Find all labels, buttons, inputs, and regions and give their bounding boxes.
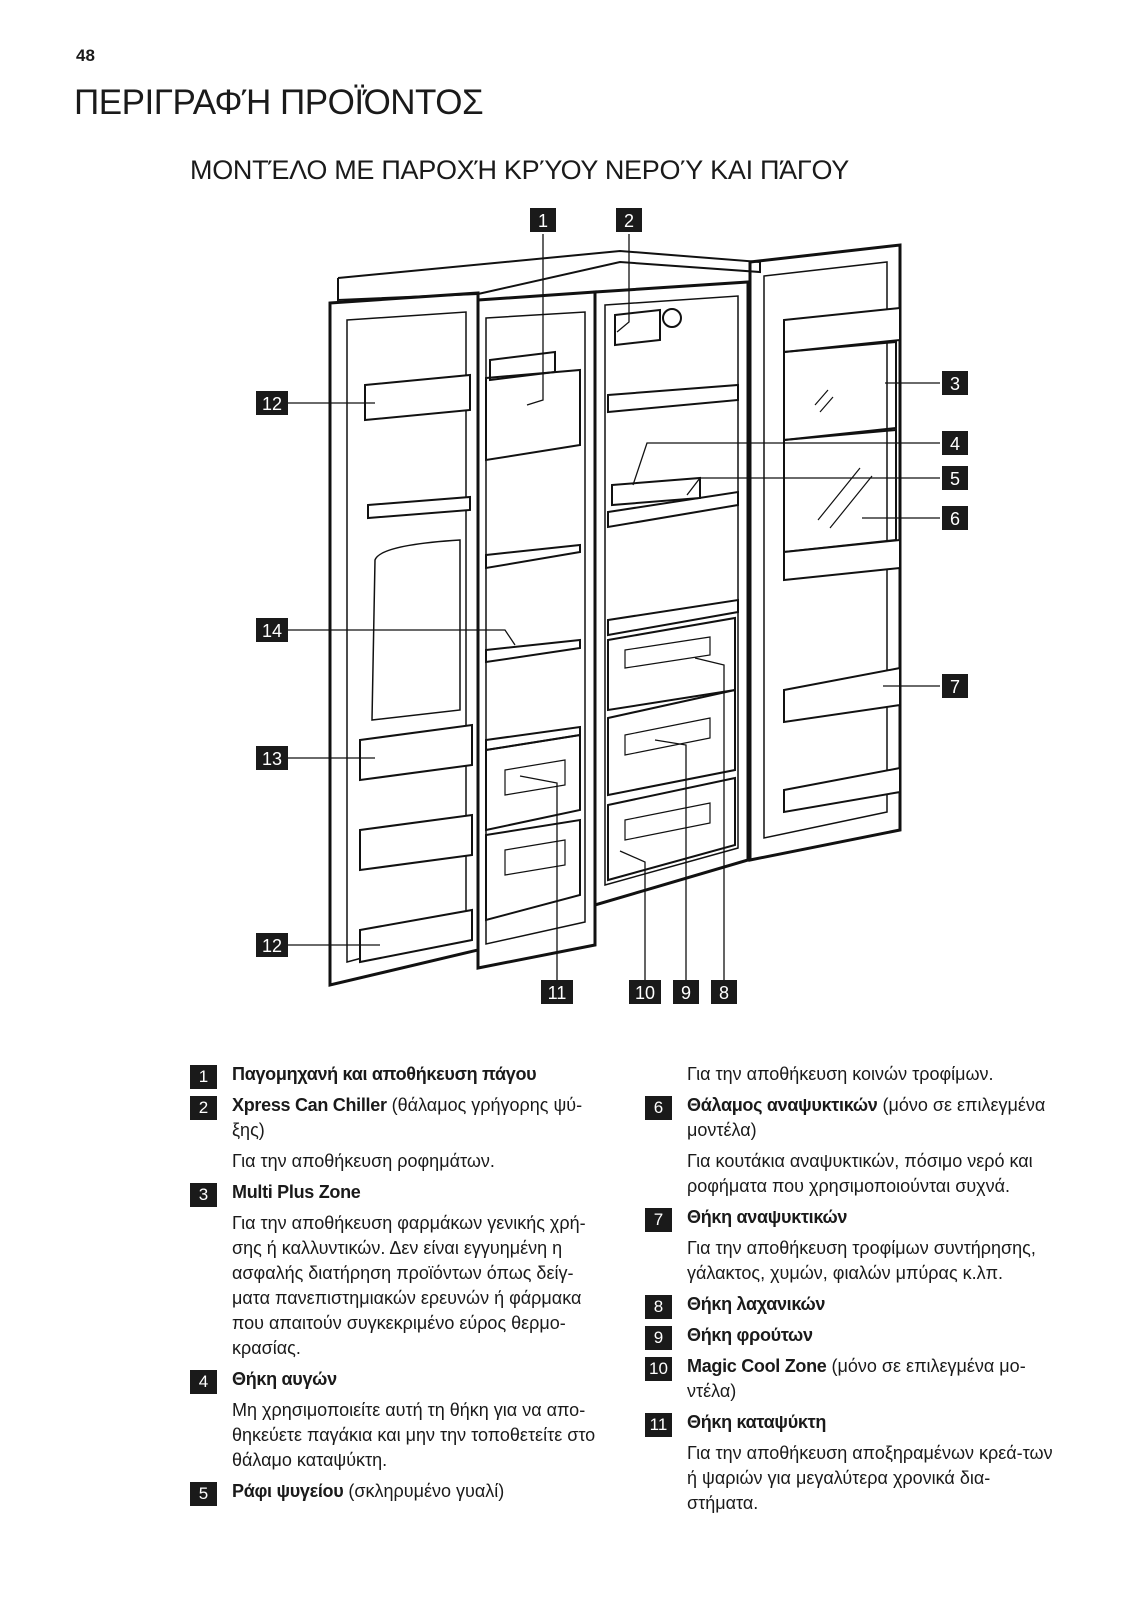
legend-title: Θήκη αυγών bbox=[232, 1369, 337, 1389]
callout-14: 14 bbox=[262, 621, 282, 641]
callout-4-badge bbox=[942, 431, 968, 455]
page-title: ΠΕΡΙΓΡΑΦΉ ΠΡΟΪΌΝΤΟΣ bbox=[74, 83, 484, 122]
legend-item-4: 4 Θήκη αυγών Μη χρησιμοποιείτε αυτή τη θ… bbox=[190, 1367, 600, 1473]
legend-number: 5 bbox=[190, 1482, 217, 1506]
legend-item-9: 9 Θήκη φρούτων bbox=[645, 1323, 1055, 1350]
callout-12-bottom-badge bbox=[256, 933, 288, 957]
callout-5-badge bbox=[942, 466, 968, 490]
callout-10-badge bbox=[629, 980, 661, 1004]
legend-description: Για την αποθήκευση αποξηραμένων κρεά-των… bbox=[687, 1443, 1053, 1513]
legend-number: 8 bbox=[645, 1295, 672, 1319]
callout-3: 3 bbox=[950, 374, 960, 394]
legend-title: Θάλαμος αναψυκτικών bbox=[687, 1095, 878, 1115]
legend-item-7: 7 Θήκη αναψυκτικών Για την αποθήκευση τρ… bbox=[645, 1205, 1055, 1286]
legend-item-5: 5 Ράφι ψυγείου (σκληρυμένο γυαλί) bbox=[190, 1479, 600, 1506]
legend-number: 10 bbox=[645, 1357, 672, 1381]
legend-note: (μόνο σε επιλεγμένα μο-ντέλα) bbox=[687, 1356, 1026, 1401]
callout-13: 13 bbox=[262, 749, 282, 769]
legend-number: 4 bbox=[190, 1370, 217, 1394]
legend-item-3: 3 Multi Plus Zone Για την αποθήκευση φαρ… bbox=[190, 1180, 600, 1361]
legend-item-11: 11 Θήκη καταψύκτη Για την αποθήκευση απο… bbox=[645, 1410, 1055, 1516]
legend-right: Για την αποθήκευση κοινών τροφίμων. 6 Θά… bbox=[645, 1062, 1055, 1522]
legend-number: 11 bbox=[645, 1413, 672, 1437]
callout-11: 11 bbox=[548, 983, 567, 1003]
legend-left: 1 Παγομηχανή και αποθήκευση πάγου 2 Xpre… bbox=[190, 1062, 600, 1510]
legend-item-1: 1 Παγομηχανή και αποθήκευση πάγου bbox=[190, 1062, 600, 1089]
legend-number: 1 bbox=[190, 1065, 217, 1089]
legend-title: Ράφι ψυγείου bbox=[232, 1481, 344, 1501]
legend-description: Για την αποθήκευση ροφημάτων. bbox=[232, 1151, 495, 1171]
legend-title: Θήκη αναψυκτικών bbox=[687, 1207, 848, 1227]
legend-title: Xpress Can Chiller bbox=[232, 1095, 387, 1115]
callout-13-badge bbox=[256, 746, 288, 770]
callout-12-top: 12 bbox=[262, 394, 282, 414]
callout-12-bottom: 12 bbox=[262, 936, 282, 956]
legend-item-6: 6 Θάλαμος αναψυκτικών (μόνο σε επιλεγμέν… bbox=[645, 1093, 1055, 1199]
callout-4: 4 bbox=[950, 434, 960, 454]
legend-number: 2 bbox=[190, 1096, 217, 1120]
legend-item-8: 8 Θήκη λαχανικών bbox=[645, 1292, 1055, 1319]
legend-title: Θήκη φρούτων bbox=[687, 1325, 813, 1345]
legend-number: 6 bbox=[645, 1096, 672, 1120]
legend-note: (σκληρυμένο γυαλί) bbox=[343, 1481, 505, 1501]
legend-title: Παγομηχανή και αποθήκευση πάγου bbox=[232, 1064, 537, 1084]
legend-note: (θάλαμος γρήγορης ψύ-ξης) bbox=[232, 1095, 583, 1140]
callout-9-badge bbox=[673, 980, 699, 1004]
callout-2: 2 bbox=[624, 211, 634, 231]
legend-note: (μόνο σε επιλεγμένα μοντέλα) bbox=[687, 1095, 1046, 1140]
legend-number: 7 bbox=[645, 1208, 672, 1232]
legend-number: 3 bbox=[190, 1183, 217, 1207]
legend-title: Magic Cool Zone bbox=[687, 1356, 827, 1376]
legend-description: Για την αποθήκευση φαρμάκων γενικής χρή-… bbox=[232, 1213, 586, 1358]
callout-5: 5 bbox=[950, 469, 960, 489]
callout-8: 8 bbox=[719, 983, 729, 1003]
legend-title: Θήκη λαχανικών bbox=[687, 1294, 826, 1314]
legend-item-10: 10 Magic Cool Zone (μόνο σε επιλεγμένα μ… bbox=[645, 1354, 1055, 1404]
legend-title: Θήκη καταψύκτη bbox=[687, 1412, 827, 1432]
section-title: ΜΟΝΤΈΛΟ ΜΕ ΠΑΡΟΧΉ ΚΡΎΟΥ ΝΕΡΟΎ ΚΑΙ ΠΆΓΟΥ bbox=[190, 155, 850, 185]
callout-7: 7 bbox=[950, 677, 960, 697]
legend-description: Για κουτάκια αναψυκτικών, πόσιμο νερό κα… bbox=[687, 1151, 1033, 1196]
legend-description: Για την αποθήκευση τροφίμων συντήρησης, … bbox=[687, 1238, 1036, 1283]
callout-8-badge bbox=[711, 980, 737, 1004]
callout-12-top-badge bbox=[256, 391, 288, 415]
page-number: 48 bbox=[76, 46, 95, 65]
legend-item-2: 2 Xpress Can Chiller (θάλαμος γρήγορης ψ… bbox=[190, 1093, 600, 1174]
callout-1: 1 bbox=[538, 211, 548, 231]
legend-number: 9 bbox=[645, 1326, 672, 1350]
callout-11-badge bbox=[541, 980, 573, 1004]
callout-1-badge bbox=[530, 208, 556, 232]
callout-14-badge bbox=[256, 618, 288, 642]
legend-title: Multi Plus Zone bbox=[232, 1182, 361, 1202]
callout-2-badge bbox=[616, 208, 642, 232]
callout-7-badge bbox=[942, 674, 968, 698]
fridge-diagram: 1 2 3 4 5 6 7 8 9 10 11 12 12 13 14 bbox=[256, 208, 968, 1004]
legend-description: Μη χρησιμοποιείτε αυτή τη θήκη για να απ… bbox=[232, 1400, 596, 1470]
callout-6: 6 bbox=[950, 509, 960, 529]
shelf-description: Για την αποθήκευση κοινών τροφίμων. bbox=[687, 1064, 994, 1084]
callout-9: 9 bbox=[681, 983, 691, 1003]
callout-6-badge bbox=[942, 506, 968, 530]
callout-3-badge bbox=[942, 371, 968, 395]
callout-10: 10 bbox=[635, 983, 655, 1003]
